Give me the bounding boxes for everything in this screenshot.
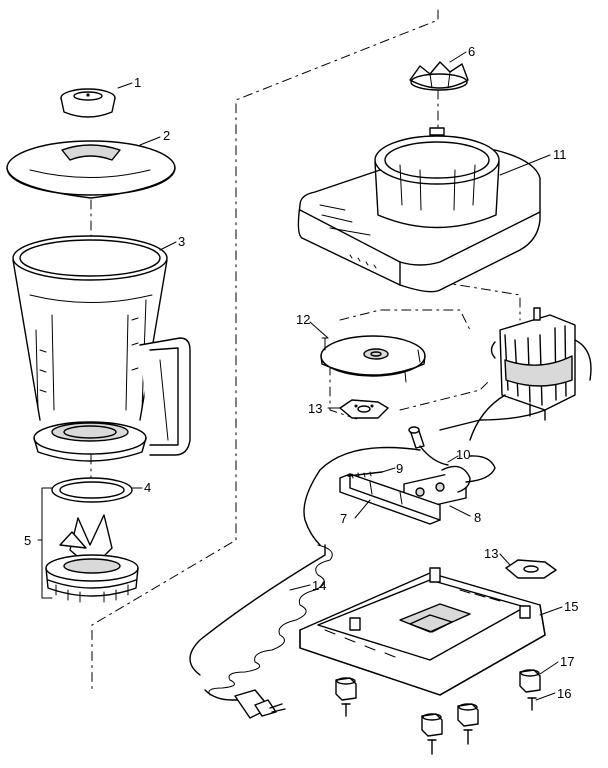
part-5-bracket bbox=[41, 487, 53, 599]
callout-12: 12 bbox=[296, 312, 310, 327]
part-17-foot-right bbox=[519, 669, 541, 693]
leader-lines bbox=[117, 51, 563, 701]
callout-9: 9 bbox=[396, 461, 403, 476]
part-11-motor-housing bbox=[297, 127, 541, 293]
callout-8: 8 bbox=[474, 510, 481, 525]
callout-17: 17 bbox=[560, 654, 574, 669]
part-2-jar-cover bbox=[6, 140, 176, 199]
part-16-screw-right bbox=[527, 697, 537, 711]
part-16-screw-left bbox=[341, 703, 351, 717]
callout-1: 1 bbox=[134, 75, 141, 90]
part-9-screw bbox=[347, 471, 383, 479]
part-7-bracket bbox=[339, 473, 441, 525]
part-16-screw-center bbox=[427, 739, 437, 755]
callout-11: 11 bbox=[553, 147, 567, 162]
motor-lead-wire bbox=[439, 339, 592, 441]
callout-3: 3 bbox=[178, 234, 185, 249]
callout-13-lower: 13 bbox=[484, 546, 498, 561]
part-14-power-cord bbox=[189, 446, 421, 719]
part-5-blade-assembly bbox=[45, 514, 139, 603]
callout-13-upper: 13 bbox=[308, 401, 322, 416]
callout-15: 15 bbox=[564, 599, 578, 614]
callout-14: 14 bbox=[312, 578, 326, 593]
callout-4: 4 bbox=[144, 480, 151, 495]
part-17-foot-center-right bbox=[457, 703, 479, 727]
part-10-connector bbox=[408, 426, 449, 466]
part-4-gasket-ring bbox=[51, 477, 133, 503]
motor bbox=[490, 307, 576, 421]
part-16-screw-center-right bbox=[463, 729, 473, 745]
callout-7: 7 bbox=[340, 511, 347, 526]
callout-5: 5 bbox=[24, 533, 31, 548]
callout-6: 6 bbox=[468, 44, 475, 59]
part-1-lid-cap bbox=[60, 88, 116, 118]
part-12-mounting-plate bbox=[320, 335, 426, 383]
part-13-lower-clip bbox=[505, 559, 557, 579]
part-17-foot-center bbox=[421, 713, 443, 737]
callout-10: 10 bbox=[456, 447, 470, 462]
part-15-base bbox=[299, 567, 546, 696]
callout-2: 2 bbox=[163, 128, 170, 143]
callout-16: 16 bbox=[557, 686, 571, 701]
part-13-upper-clip bbox=[339, 399, 389, 419]
part-3-blender-jar bbox=[12, 235, 191, 462]
part-6-drive-coupling bbox=[409, 61, 469, 91]
part-17-foot-left bbox=[335, 677, 357, 701]
